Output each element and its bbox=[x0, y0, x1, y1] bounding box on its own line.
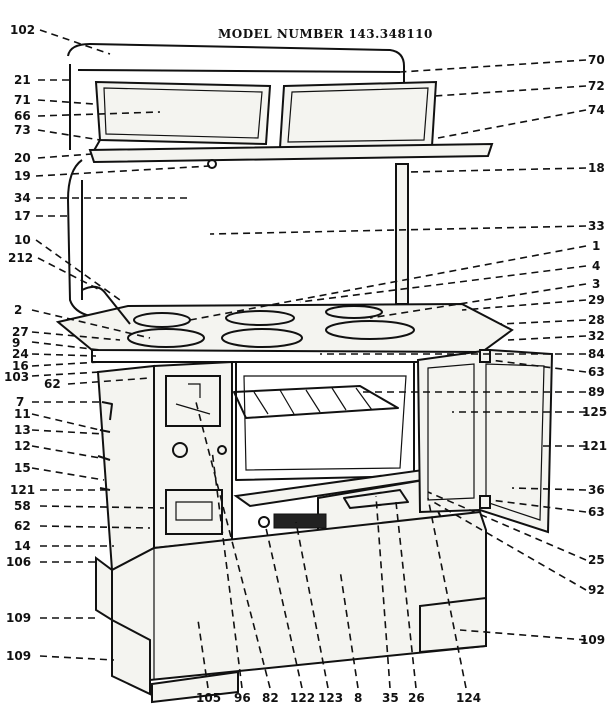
callout-label: 3 bbox=[592, 277, 600, 291]
callout-label: 7 bbox=[16, 395, 24, 409]
callout-label: 212 bbox=[8, 251, 33, 265]
front-center-leg bbox=[151, 670, 239, 704]
callout-label: 16 bbox=[12, 359, 29, 373]
callout-label: 15 bbox=[14, 461, 31, 475]
callout-label: 18 bbox=[588, 161, 605, 175]
callout-label: 24 bbox=[12, 347, 29, 361]
callout-label: 1 bbox=[592, 239, 600, 253]
callout-label: 109 bbox=[580, 633, 605, 647]
burner-lid-front-right bbox=[325, 320, 415, 340]
callout-label: 10 bbox=[14, 233, 31, 247]
callout-label: 29 bbox=[588, 293, 605, 307]
callout-label: 9 bbox=[12, 336, 20, 350]
burner-lid-back-right bbox=[325, 305, 383, 319]
callout-label: 36 bbox=[588, 483, 605, 497]
left-back-leg bbox=[95, 556, 113, 622]
callout-label: 25 bbox=[588, 553, 605, 567]
callout-label: 105 bbox=[196, 691, 221, 705]
model-number-title: MODEL NUMBER 143.348110 bbox=[218, 27, 433, 41]
callout-label: 121 bbox=[582, 439, 607, 453]
right-support-leg bbox=[395, 163, 409, 305]
left-side-panel bbox=[96, 364, 155, 572]
callout-label: 20 bbox=[14, 151, 31, 165]
front-left-leg bbox=[111, 618, 151, 696]
warming-shelf bbox=[88, 142, 494, 164]
callout-label: 26 bbox=[408, 691, 425, 705]
callout-label: 11 bbox=[14, 407, 31, 421]
callout-label: 58 bbox=[14, 499, 31, 513]
callout-label: 82 bbox=[262, 691, 279, 705]
callout-label: 17 bbox=[14, 209, 31, 223]
callout-label: 92 bbox=[588, 583, 605, 597]
callout-label: 70 bbox=[588, 53, 605, 67]
callout-label: 72 bbox=[588, 79, 605, 93]
callout-label: 62 bbox=[44, 377, 61, 391]
callout-label: 35 bbox=[382, 691, 399, 705]
callout-label: 62 bbox=[14, 519, 31, 533]
callout-label: 27 bbox=[12, 325, 29, 339]
callout-label: 32 bbox=[588, 329, 605, 343]
stove-illustration bbox=[55, 43, 554, 704]
callout-label: 123 bbox=[318, 691, 343, 705]
callout-label: 4 bbox=[592, 259, 600, 273]
callout-label: 106 bbox=[6, 555, 31, 569]
callout-label: 102 bbox=[10, 23, 35, 37]
callout-label: 21 bbox=[14, 73, 31, 87]
callout-label: 74 bbox=[588, 103, 605, 117]
burner-lid-front-mid bbox=[221, 328, 303, 348]
left-support-rod bbox=[67, 159, 91, 317]
back-panel bbox=[67, 43, 405, 150]
callout-label: 121 bbox=[10, 483, 35, 497]
callout-label: 19 bbox=[14, 169, 31, 183]
callout-label: 109 bbox=[6, 611, 31, 625]
callout-label: 71 bbox=[14, 93, 31, 107]
callout-label: 84 bbox=[588, 347, 605, 361]
callout-label: 33 bbox=[588, 219, 605, 233]
callout-leaders bbox=[31, 29, 587, 689]
callout-labels: 102 21 71 66 73 20 19 34 17 10 212 2 27 … bbox=[4, 23, 607, 705]
callout-label: 8 bbox=[354, 691, 362, 705]
left-warming-door bbox=[94, 80, 272, 146]
callout-label: 28 bbox=[588, 313, 605, 327]
callout-label: 103 bbox=[4, 370, 29, 384]
callout-label: 63 bbox=[588, 365, 605, 379]
callout-label: 66 bbox=[14, 109, 31, 123]
callout-label: 109 bbox=[6, 649, 31, 663]
burner-lid-front-left bbox=[127, 328, 205, 348]
lid-lifter bbox=[81, 285, 131, 325]
callout-label: 124 bbox=[456, 691, 481, 705]
callout-label: 96 bbox=[234, 691, 251, 705]
callout-label: 122 bbox=[290, 691, 315, 705]
callout-label: 14 bbox=[14, 539, 31, 553]
callout-label: 12 bbox=[14, 439, 31, 453]
oven-rack bbox=[233, 385, 399, 419]
callout-label: 89 bbox=[588, 385, 605, 399]
burner-lid-back-mid bbox=[225, 310, 295, 326]
burner-lid-back-left bbox=[133, 312, 191, 328]
callout-label: 34 bbox=[14, 191, 31, 205]
callout-label: 73 bbox=[14, 123, 31, 137]
callout-label: 2 bbox=[14, 303, 22, 317]
callout-label: 63 bbox=[588, 505, 605, 519]
oven-cavity bbox=[235, 361, 415, 481]
callout-label: 125 bbox=[582, 405, 607, 419]
callout-label: 13 bbox=[14, 423, 31, 437]
